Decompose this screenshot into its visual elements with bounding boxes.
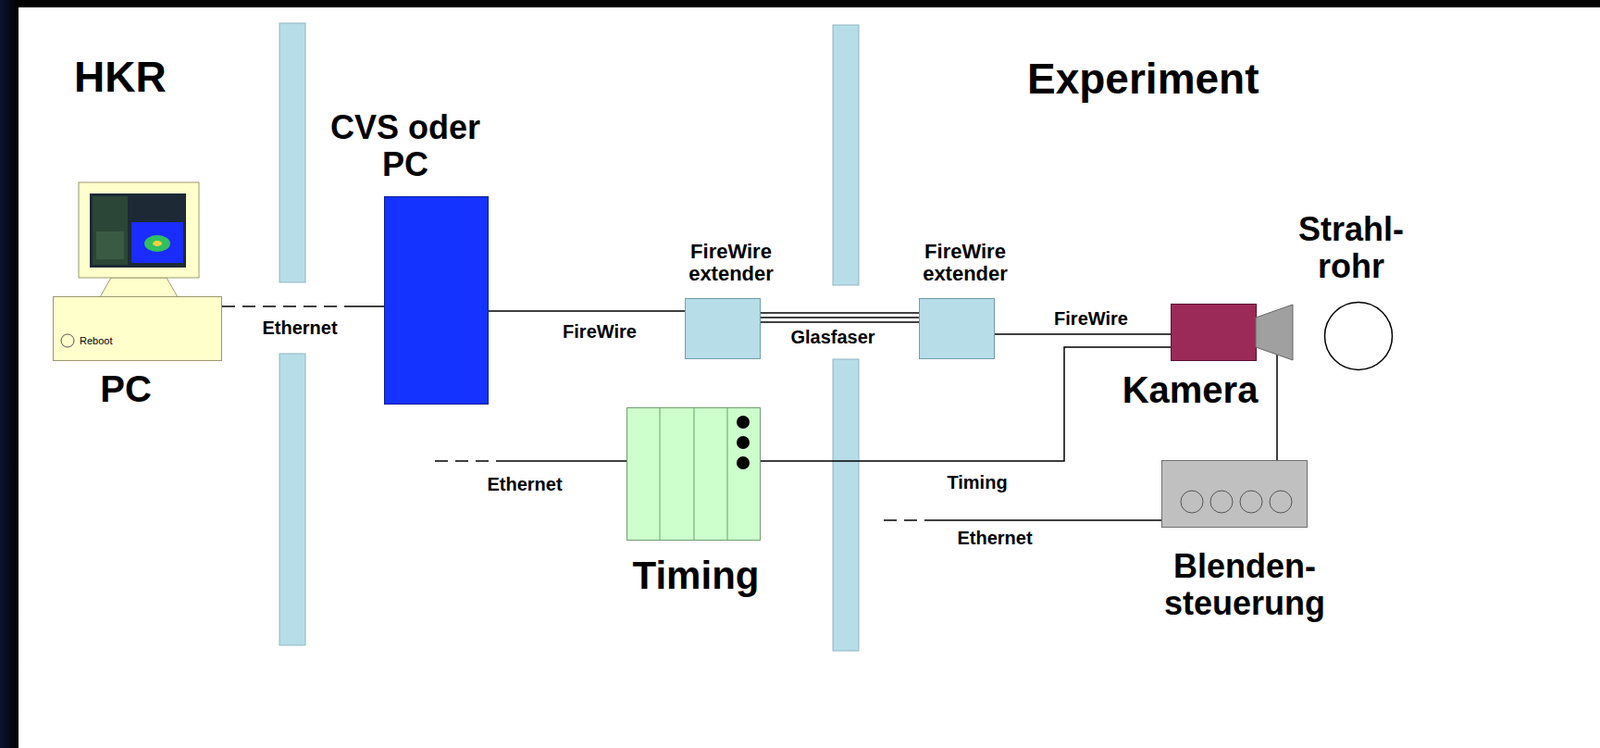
camera-body (1171, 304, 1257, 361)
circle-outline (1323, 300, 1394, 372)
top-border (0, 0, 1600, 8)
crate-slot (727, 407, 729, 541)
reboot-button (61, 334, 75, 348)
beam-pipe-circle: Strahl- rohr (1323, 300, 1394, 372)
status-led (736, 435, 750, 449)
connector-line (760, 347, 1171, 461)
connection-label: Ethernet (486, 473, 562, 495)
device-label: FireWire extender (675, 240, 787, 286)
connector (760, 312, 919, 323)
timing-crate: Timing (626, 407, 761, 541)
control-knob (1180, 490, 1204, 513)
camera-lens (1255, 304, 1293, 360)
connector-line (488, 310, 685, 312)
wall-segment (279, 23, 306, 283)
screen-image (131, 222, 184, 263)
control-knob (1210, 490, 1233, 513)
area-heading: Experiment (1027, 55, 1260, 103)
device-label: Blenden- steuerung (1152, 547, 1338, 621)
extender-box: FireWire extender (684, 297, 761, 360)
device-label: Timing (632, 554, 760, 597)
device-label: PC (99, 368, 152, 410)
connector (760, 347, 1171, 461)
screen-spot (144, 235, 171, 252)
connector-line (994, 333, 1171, 335)
connector (222, 306, 385, 308)
camera-outline (1170, 303, 1294, 361)
camera-symbol: Kamera (1170, 303, 1294, 361)
screen-spot (152, 240, 162, 247)
ethernet-line (883, 519, 935, 521)
connection-label: FireWire (560, 321, 639, 342)
area-heading: HKR (74, 53, 167, 101)
connector-line (1276, 354, 1278, 460)
button-label: Reboot (79, 334, 112, 347)
connection-label: Ethernet (260, 317, 339, 338)
connector-line (222, 305, 385, 308)
control-knob (1269, 490, 1292, 513)
status-led (736, 415, 750, 429)
connector (488, 310, 685, 312)
pc-base-unit: PCReboot (52, 296, 223, 361)
connection-label: Glasfaser (788, 326, 877, 348)
left-border (0, 0, 19, 748)
monitor-stand (99, 277, 178, 298)
screen-panel (92, 196, 128, 265)
connector (1277, 354, 1278, 460)
device-label: CVS oder PC (312, 109, 498, 183)
device-label: Kamera (1122, 369, 1259, 410)
device-label: FireWire extender (909, 240, 1021, 286)
control-knob (1240, 490, 1263, 513)
aperture-controller: Blenden- steuerung (1161, 459, 1308, 528)
status-led (736, 456, 750, 470)
ethernet-line (934, 519, 1162, 521)
monitor-frame (78, 182, 199, 278)
wall-segment (279, 353, 306, 645)
ethernet-line (499, 459, 627, 462)
connector-line (760, 311, 919, 314)
crate-slot (659, 407, 661, 541)
crate-slot (694, 407, 695, 541)
ethernet-line (434, 459, 500, 462)
server-box: CVS oder PC (384, 196, 489, 405)
device-label: Strahl- rohr (1281, 210, 1421, 285)
monitor-screen (89, 193, 187, 268)
connector (994, 334, 1171, 335)
screen-panel (96, 231, 125, 260)
connector-line (760, 316, 919, 319)
beam-pipe (1325, 302, 1393, 371)
wall-segment (832, 24, 859, 286)
connection-label: Ethernet (956, 527, 1032, 548)
connector-line (760, 321, 919, 323)
connection-label: Timing (944, 471, 1009, 493)
extender-box: FireWire extender (918, 297, 995, 360)
connection-label: FireWire (1052, 308, 1130, 329)
wall-segment (832, 359, 859, 651)
